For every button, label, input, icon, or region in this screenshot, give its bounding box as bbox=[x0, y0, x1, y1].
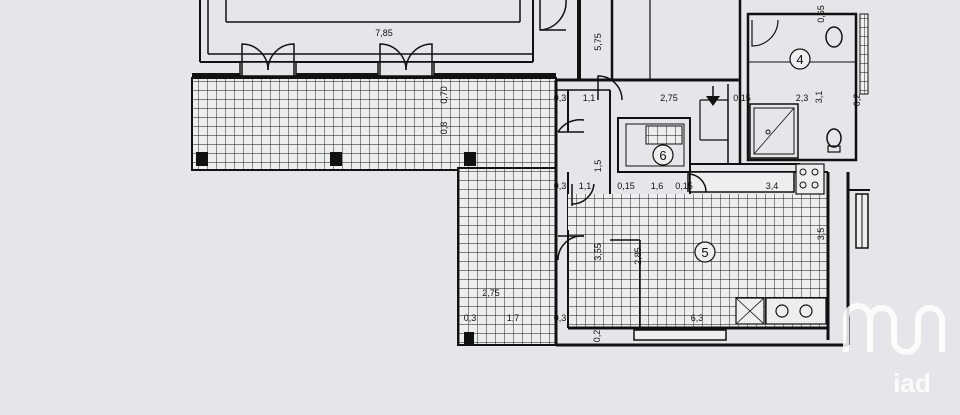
dimension-label: 1,5 bbox=[593, 160, 603, 173]
room-6-block bbox=[617, 99, 728, 173]
room-6-label: 6 bbox=[659, 148, 666, 163]
room-6-marker bbox=[652, 144, 674, 166]
pillar bbox=[464, 332, 474, 344]
dimension-label: 0,15 bbox=[733, 93, 751, 103]
dimension-label: 1,6 bbox=[651, 181, 664, 191]
pillar bbox=[330, 152, 342, 166]
room-5-label: 5 bbox=[701, 245, 708, 260]
terrace bbox=[191, 73, 557, 346]
dimension-label: 2,75 bbox=[660, 93, 678, 103]
stairs-arrow-icon bbox=[706, 96, 720, 106]
pillar bbox=[196, 152, 208, 166]
dimension-label: 0,15 bbox=[617, 181, 635, 191]
dimension-label: 3,1 bbox=[814, 91, 824, 104]
dimension-label: 1,1 bbox=[583, 93, 596, 103]
dimension-label: 0,70 bbox=[439, 86, 449, 104]
room-5-kitchen bbox=[556, 163, 870, 347]
dimension-label: 3,5 bbox=[816, 228, 826, 241]
dimension-label: 0,2 bbox=[592, 330, 602, 343]
logo-text: iad bbox=[893, 368, 931, 398]
dimension-label: 0,3 bbox=[464, 313, 477, 323]
hall-walls bbox=[554, 0, 800, 345]
dimension-label: 7,85 bbox=[375, 28, 393, 38]
dimension-label: 0,15 bbox=[675, 181, 693, 191]
room-4-label: 4 bbox=[796, 52, 803, 67]
dimension-label: 0,3 bbox=[554, 181, 567, 191]
dimension-label: 0,3 bbox=[554, 313, 567, 323]
dimension-label: 2,85 bbox=[633, 247, 643, 265]
dimension-label: 5,75 bbox=[593, 33, 603, 51]
room-4-bathroom bbox=[746, 12, 869, 162]
iad-logo: iad bbox=[843, 303, 945, 398]
corridor-doors bbox=[557, 75, 707, 261]
french-door-left bbox=[239, 43, 297, 77]
dimension-label: 3,4 bbox=[766, 181, 779, 191]
dimension-label: 3,55 bbox=[593, 243, 603, 261]
dimension-label: 1,7 bbox=[507, 313, 520, 323]
dimension-label: 0,8 bbox=[439, 122, 449, 135]
pillar bbox=[464, 152, 476, 166]
dimension-label: 6,3 bbox=[691, 313, 704, 323]
room-4-marker bbox=[789, 48, 811, 70]
dimension-label: 0,2 bbox=[852, 94, 862, 107]
french-door-right bbox=[377, 43, 435, 77]
entry-door-top bbox=[539, 0, 567, 31]
dimension-label: 1,1 bbox=[579, 181, 592, 191]
dimension-label: 2,75 bbox=[482, 288, 500, 298]
room-5-marker bbox=[694, 241, 716, 263]
dimension-label: 0,3 bbox=[554, 93, 567, 103]
dimension-label: 0,65 bbox=[816, 5, 826, 23]
dimension-label: 2,3 bbox=[796, 93, 809, 103]
